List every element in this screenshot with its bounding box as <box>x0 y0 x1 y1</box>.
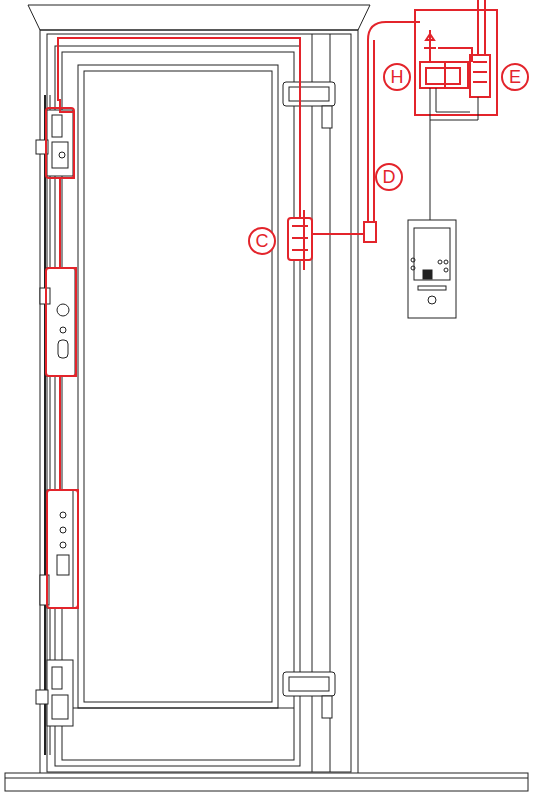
callout-letter: E <box>501 63 529 91</box>
callout-letter: H <box>383 63 411 91</box>
callout-letter: D <box>375 163 403 191</box>
callout-letter: C <box>248 227 276 255</box>
